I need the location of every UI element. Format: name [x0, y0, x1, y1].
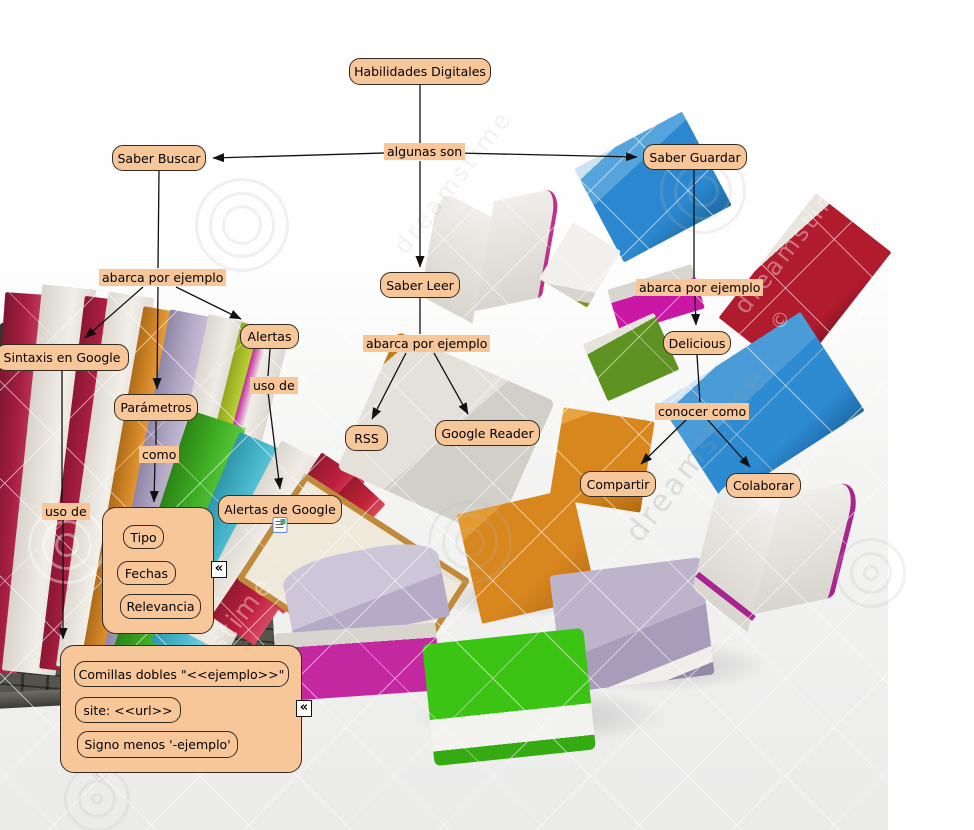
node-parametros[interactable]: Parámetros	[114, 394, 198, 421]
node-saber-guardar[interactable]: Saber Guardar	[643, 144, 747, 170]
link-conocer-como[interactable]: conocer como	[655, 403, 750, 420]
link-abarca-por-ejemplo[interactable]: abarca por ejemplo	[99, 269, 227, 286]
node-sintaxis-en-google[interactable]: Sintaxis en Google	[0, 344, 129, 371]
node-alertas[interactable]: Alertas	[240, 324, 299, 349]
link-uso-de[interactable]: uso de	[250, 377, 298, 394]
node-delicious[interactable]: Delicious	[663, 331, 731, 355]
resource-icon[interactable]	[272, 517, 288, 533]
node-saber-buscar[interactable]: Saber Buscar	[112, 145, 206, 171]
node-signo-menos[interactable]: Signo menos '-ejemplo'	[77, 731, 238, 758]
link-abarca-por-ejemplo[interactable]: abarca por ejemplo	[363, 335, 491, 352]
link-algunas-son[interactable]: algunas son	[384, 143, 466, 160]
node-saber-leer[interactable]: Saber Leer	[380, 272, 460, 298]
link-abarca-por-ejemplo[interactable]: abarca por ejemplo	[636, 279, 764, 296]
watermark-swirl	[195, 178, 289, 272]
node-alertas-de-google[interactable]: Alertas de Google	[218, 495, 342, 533]
node-site-url[interactable]: site: <<url>>	[75, 697, 181, 723]
group-sintaxis-items: Comillas dobles "<<ejemplo>>" site: <<ur…	[60, 645, 302, 773]
node-google-reader[interactable]: Google Reader	[435, 420, 540, 446]
node-habilidades-digitales[interactable]: Habilidades Digitales	[349, 58, 491, 85]
node-colaborar[interactable]: Colaborar	[726, 473, 801, 498]
watermark-swirl	[428, 500, 512, 584]
node-rss[interactable]: RSS	[345, 425, 388, 451]
node-tipo[interactable]: Tipo	[123, 525, 164, 549]
link-uso-de[interactable]: uso de	[42, 503, 90, 520]
book-green-lying	[422, 627, 596, 767]
node-relevancia[interactable]: Relevancia	[120, 594, 201, 619]
node-comillas-dobles[interactable]: Comillas dobles "<<ejemplo>>"	[74, 661, 289, 687]
watermark-swirl	[836, 538, 906, 608]
collapse-icon[interactable]: «	[296, 700, 312, 717]
group-parametros-items: Tipo Fechas Relevancia	[102, 507, 214, 634]
node-compartir[interactable]: Compartir	[580, 471, 656, 497]
node-fechas[interactable]: Fechas	[117, 561, 176, 585]
collapse-icon[interactable]: «	[211, 561, 227, 578]
link-como[interactable]: como	[139, 446, 180, 463]
flying-book-green	[582, 312, 680, 402]
node-label: Alertas de Google	[224, 502, 336, 517]
